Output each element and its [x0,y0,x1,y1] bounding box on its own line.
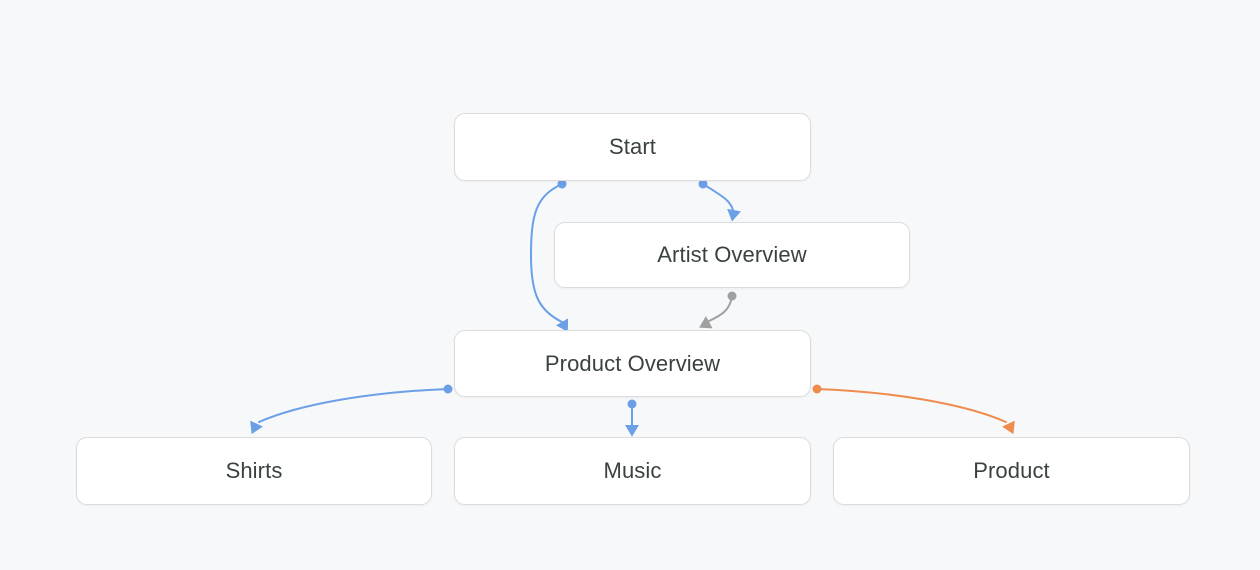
edge-source-dot[interactable] [443,384,453,394]
node-product[interactable]: Product [833,437,1190,505]
node-artist-overview[interactable]: Artist Overview [554,222,910,288]
node-label: Artist Overview [657,242,807,267]
node-label: Music [603,458,662,483]
edge-artist-overview-to-product-overview[interactable] [696,291,737,334]
edge-arrowhead-icon [625,425,639,437]
edge-line [258,388,449,423]
edge-arrowhead-icon [250,420,263,435]
edge-line [702,183,734,211]
node-label: Product Overview [544,350,721,376]
edge-line [708,295,733,322]
node-label: Start [609,134,656,159]
node-shirts[interactable]: Shirts [76,437,432,505]
node-label: Product [973,458,1050,483]
node-product-overview[interactable]: Product Overview [454,330,811,397]
edge-start-to-artist-overview[interactable] [698,179,741,223]
edge-arrowhead-icon [727,208,741,222]
node-music[interactable]: Music [454,437,811,505]
node-start[interactable]: Start [454,113,811,181]
edge-source-dot[interactable] [727,291,737,301]
edge-source-dot[interactable] [627,399,637,409]
edge-product-overview-to-shirts[interactable] [245,384,453,438]
edge-product-overview-to-product[interactable] [812,384,1020,438]
edge-line [816,388,1007,423]
node-label: Shirts [225,458,283,483]
edge-product-overview-to-music[interactable] [625,399,639,437]
edge-source-dot[interactable] [812,384,822,394]
edge-arrowhead-icon [1002,420,1015,435]
